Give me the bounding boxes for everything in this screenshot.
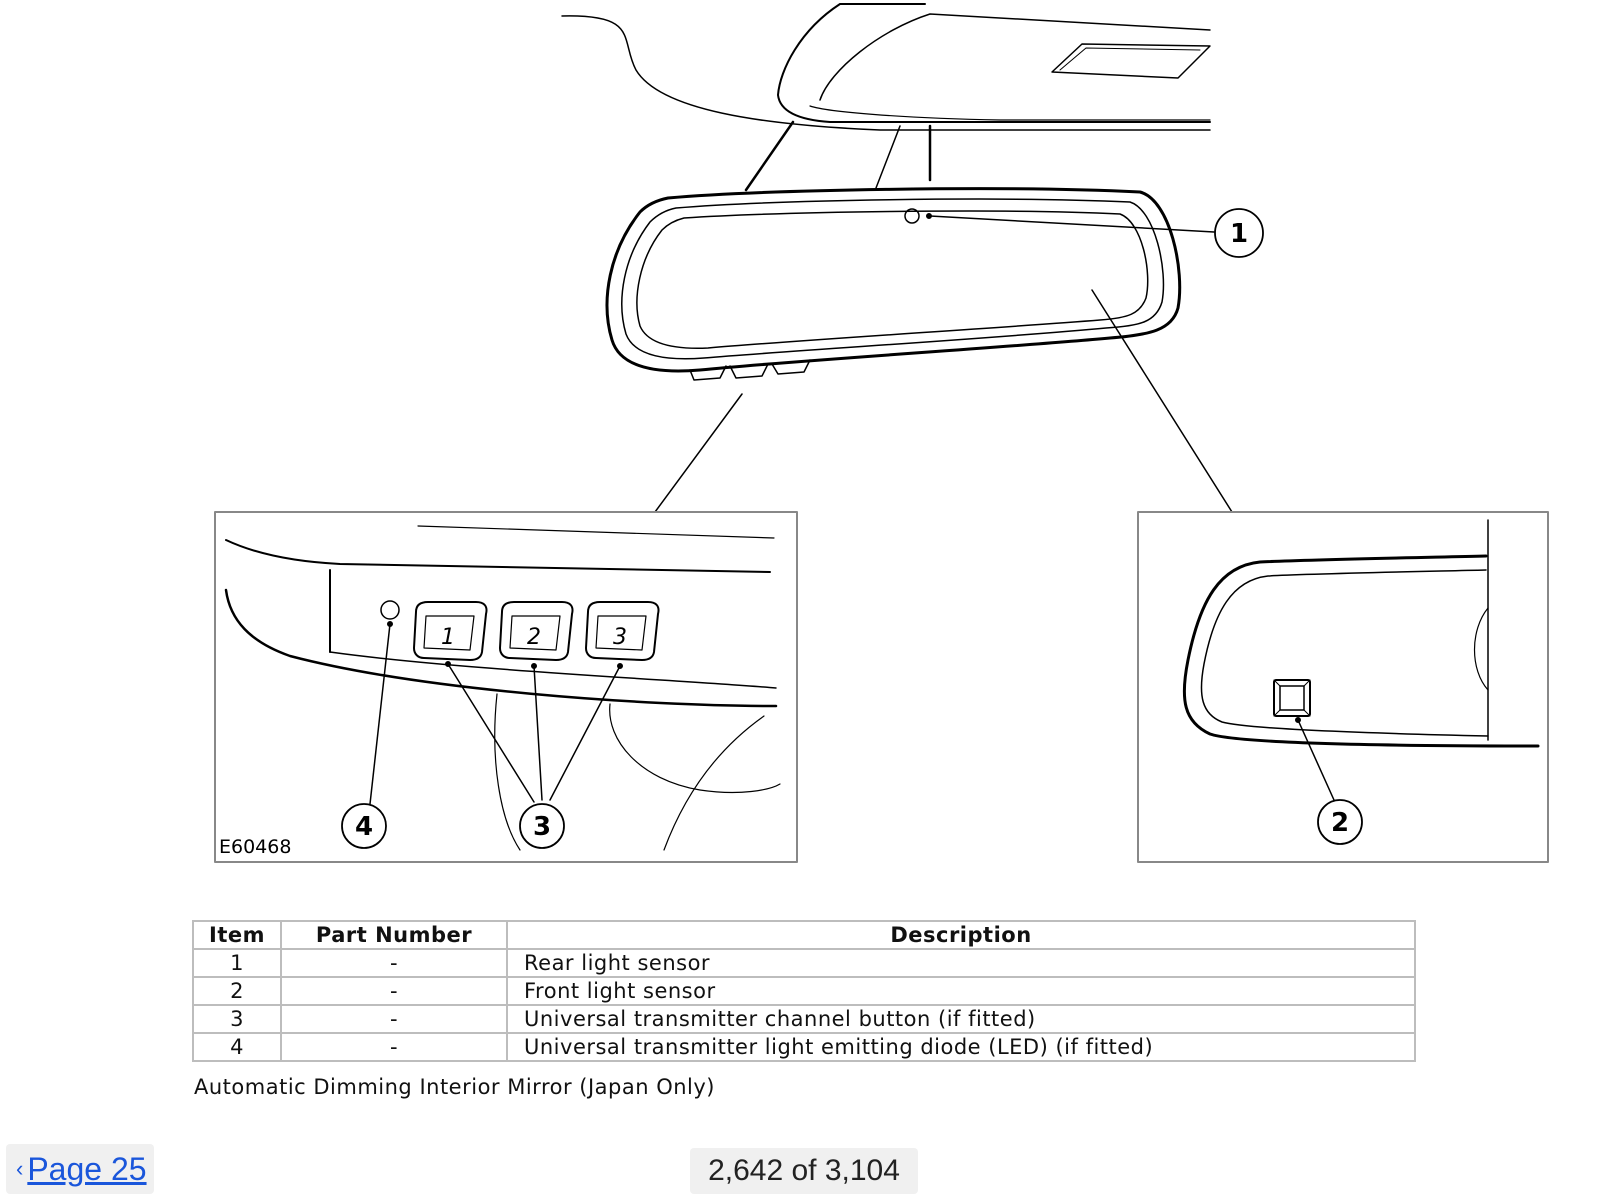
mirror-stem <box>744 120 795 192</box>
page-count-indicator: 2,642 of 3,104 <box>690 1148 918 1194</box>
table-row: 1 - Rear light sensor <box>192 948 1416 978</box>
channel-button-2-shape <box>499 601 574 661</box>
header-part-number: Part Number <box>280 920 508 950</box>
callout-3-circle <box>519 803 565 849</box>
cell-description: Universal transmitter channel button (if… <box>506 1004 1416 1034</box>
cell-part-number: - <box>280 1032 508 1062</box>
callout-1-label: 1 <box>1230 219 1248 249</box>
cell-item: 4 <box>192 1032 282 1062</box>
previous-page-label[interactable]: Page 25 <box>27 1150 147 1187</box>
inset-buttons-frame <box>214 511 798 863</box>
channel-button-1-shape <box>413 601 488 661</box>
figure-caption: Automatic Dimming Interior Mirror (Japan… <box>194 1075 716 1099</box>
cell-part-number: - <box>280 976 508 1006</box>
led-indicator-icon <box>380 600 400 620</box>
chevron-left-icon: ‹ <box>16 1156 24 1181</box>
channel-button-1-label: 1 <box>441 625 455 650</box>
previous-page-link[interactable]: ‹ Page 25 <box>6 1144 154 1194</box>
callout-2-circle <box>1317 799 1363 845</box>
cell-item: 2 <box>192 976 282 1006</box>
overhead-console <box>777 3 1211 123</box>
channel-button-3-label: 3 <box>613 625 627 650</box>
rear-light-sensor-icon <box>904 208 920 224</box>
inset-front-sensor-frame <box>1137 511 1549 863</box>
cell-part-number: - <box>280 1004 508 1034</box>
header-description: Description <box>506 920 1416 950</box>
callout-3-label: 3 <box>533 812 551 842</box>
table-row: 2 - Front light sensor <box>192 976 1416 1006</box>
parts-table: Item Part Number Description 1 - Rear li… <box>192 920 1416 1062</box>
cell-description: Universal transmitter light emitting dio… <box>506 1032 1416 1062</box>
cell-description: Front light sensor <box>506 976 1416 1006</box>
callout-4-label: 4 <box>355 812 373 842</box>
cell-description: Rear light sensor <box>506 948 1416 978</box>
table-row: 4 - Universal transmitter light emitting… <box>192 1032 1416 1062</box>
mirror-illustration: 1 2 3 4 1 2 3 E60468 <box>214 3 1549 863</box>
headliner-line <box>561 15 1211 131</box>
console-lamp <box>1051 43 1211 79</box>
channel-button-3-shape <box>585 601 660 661</box>
cell-item: 3 <box>192 1004 282 1034</box>
callout-4-circle <box>341 803 387 849</box>
table-row: 3 - Universal transmitter channel button… <box>192 1004 1416 1034</box>
mirror-body <box>605 187 1182 373</box>
callout-1-circle <box>1214 208 1264 258</box>
header-item: Item <box>192 920 282 950</box>
cell-item: 1 <box>192 948 282 978</box>
figure-id: E60468 <box>219 836 291 858</box>
callout-2-label: 2 <box>1331 808 1349 838</box>
channel-button-2-label: 2 <box>527 625 541 650</box>
front-light-sensor-icon <box>1273 679 1311 717</box>
cell-part-number: - <box>280 948 508 978</box>
table-header-row: Item Part Number Description <box>192 920 1416 950</box>
